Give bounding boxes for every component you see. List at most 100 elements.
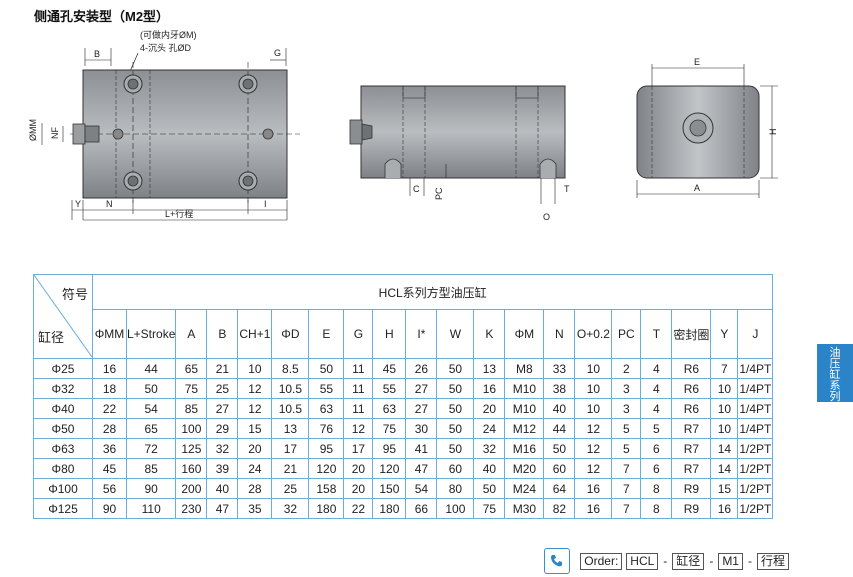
column-header: ΦMM — [92, 309, 127, 359]
dim-pc: PC — [434, 187, 444, 200]
table-cell: 95 — [372, 438, 407, 459]
column-header: PC — [611, 309, 642, 359]
table-cell: 41 — [405, 438, 438, 459]
table-cell: 5 — [640, 418, 673, 439]
technical-drawings: (可做内牙ØM) 4-沉头 孔ØD B G ØMM NF — [28, 29, 778, 222]
column-header: J — [737, 309, 774, 359]
side-tab-char: 系 — [829, 380, 841, 392]
table-cell: M12 — [504, 418, 545, 439]
table-cell: 10.5 — [271, 398, 310, 419]
table-cell: 7 — [710, 358, 739, 379]
bore-size-cell: Φ25 — [33, 358, 93, 379]
table-cell: 12 — [574, 438, 613, 459]
series-title: HCL系列方型油压缸 — [91, 274, 774, 310]
table-cell: 12 — [237, 378, 273, 399]
table-cell: R7 — [671, 418, 712, 439]
table-cell: 27 — [206, 398, 239, 419]
table-cell: 180 — [308, 498, 345, 519]
table-cell: 1/2PT — [737, 458, 774, 479]
table-cell: 8 — [640, 498, 673, 519]
table-cell: 75 — [175, 378, 208, 399]
category-side-tab[interactable]: 油 压 缸 系 列 — [817, 344, 853, 403]
label-internal-thread-note: (可做内牙ØM) — [140, 29, 197, 40]
dim-g: G — [274, 48, 281, 58]
table-cell: 1/2PT — [737, 478, 774, 499]
table-cell: 17 — [343, 438, 374, 459]
table-cell: 28 — [92, 418, 127, 439]
table-cell: 16 — [473, 378, 506, 399]
table-cell: 50 — [436, 378, 475, 399]
column-header: CH+1 — [237, 309, 273, 359]
table-cell: 56 — [92, 478, 127, 499]
phone-icon — [544, 548, 571, 574]
table-cell: 11 — [343, 398, 374, 419]
table-cell: 10 — [710, 418, 739, 439]
bore-size-cell: Φ50 — [33, 418, 93, 439]
table-cell: 82 — [543, 498, 576, 519]
table-cell: M20 — [504, 458, 545, 479]
table-cell: R6 — [671, 378, 712, 399]
table-cell: 75 — [372, 418, 407, 439]
table-cell: R9 — [671, 478, 712, 499]
corner-symbol-label: 符号 — [61, 287, 88, 302]
column-header: E — [308, 309, 345, 359]
table-cell: 45 — [372, 358, 407, 379]
table-cell: 24 — [473, 418, 506, 439]
table-cell: 11 — [343, 358, 374, 379]
column-header: ΦM — [504, 309, 545, 359]
table-cell: 50 — [436, 398, 475, 419]
column-header: I* — [405, 309, 438, 359]
table-cell: 10 — [574, 378, 613, 399]
table-cell: 125 — [175, 438, 208, 459]
dim-nf: NF — [50, 127, 60, 139]
table-cell: 80 — [436, 478, 475, 499]
order-part-mount: M1 — [718, 552, 743, 570]
table-cell: R7 — [671, 438, 712, 459]
table-cell: 10.5 — [271, 378, 310, 399]
table-cell: 76 — [308, 418, 345, 439]
corner-bore-label: 缸径 — [38, 330, 65, 345]
dim-y: Y — [75, 199, 81, 209]
table-cell: 120 — [308, 458, 345, 479]
column-header: K — [473, 309, 506, 359]
bore-size-cell: Φ100 — [33, 478, 93, 499]
table-cell: 63 — [308, 398, 345, 419]
table-cell: 36 — [92, 438, 127, 459]
order-label: Order: — [580, 552, 623, 570]
table-cell: 15 — [710, 478, 739, 499]
table-cell: 3 — [611, 398, 642, 419]
table-cell: 1/2PT — [737, 438, 774, 459]
table-cell: 6 — [640, 438, 673, 459]
table-cell: 6 — [640, 458, 673, 479]
table-cell: 18 — [92, 378, 127, 399]
column-header: B — [206, 309, 239, 359]
table-cell: 10 — [574, 358, 613, 379]
table-cell: 39 — [206, 458, 239, 479]
table-cell: 29 — [206, 418, 239, 439]
table-cell: 160 — [175, 458, 208, 479]
table-cell: 14 — [710, 438, 739, 459]
table-cell: R7 — [671, 458, 712, 479]
table-cell: 110 — [125, 498, 177, 519]
table-cell: 55 — [372, 378, 407, 399]
table-cell: 8 — [640, 478, 673, 499]
order-part-bore: 缸径 — [672, 552, 705, 570]
table-cell: R9 — [671, 498, 712, 519]
table-cell: 32 — [473, 438, 506, 459]
table-cell: 16 — [710, 498, 739, 519]
table-cell: 63 — [372, 398, 407, 419]
table-cell: 180 — [372, 498, 407, 519]
column-header: A — [175, 309, 208, 359]
table-cell: 50 — [436, 358, 475, 379]
table-cell: 12 — [237, 398, 273, 419]
table-cell: 150 — [372, 478, 407, 499]
dim-b: B — [94, 49, 100, 59]
table-cell: 15 — [237, 418, 273, 439]
order-part-series: HCL — [626, 552, 659, 570]
column-header: G — [343, 309, 374, 359]
side-tab-char: 油 — [829, 347, 841, 359]
table-cell: 14 — [710, 458, 739, 479]
